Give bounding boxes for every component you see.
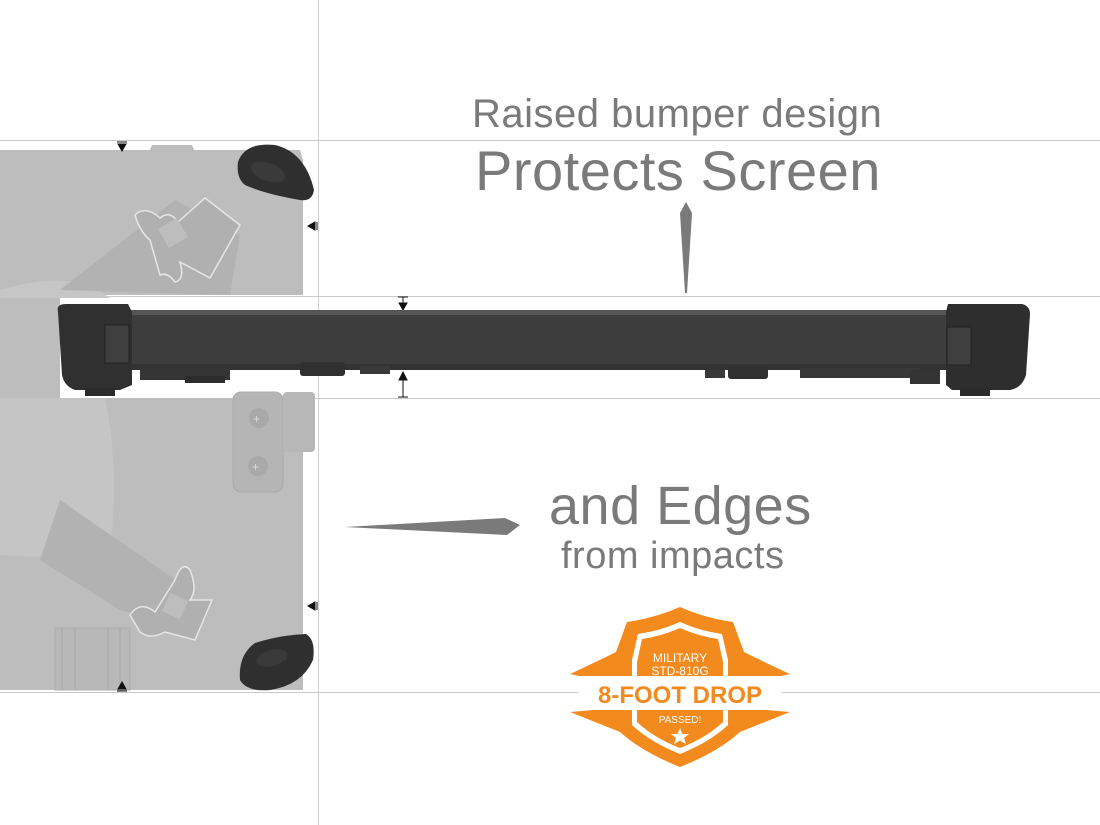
corner-bumper-bottom <box>239 634 314 691</box>
case-back: + + <box>0 141 408 692</box>
badge-line-military: MILITARY <box>653 651 707 665</box>
headline-title: Protects Screen <box>475 139 881 202</box>
guide-line-profile-top <box>0 296 1100 297</box>
pointer-up-icon <box>680 202 692 293</box>
guide-line-vertical <box>318 0 319 825</box>
guide-line-top <box>0 140 1100 141</box>
pointer-right-icon <box>345 518 520 535</box>
badge-status: PASSED! <box>659 715 702 726</box>
strap-clip-bottom <box>129 565 214 641</box>
kickstand-ribs <box>54 627 131 691</box>
svg-text:+: + <box>253 412 260 426</box>
secondary-title: and Edges <box>549 476 812 536</box>
corner-bumper-top <box>237 144 314 201</box>
svg-text:+: + <box>252 460 259 474</box>
strap-clip-top <box>134 197 241 283</box>
headline-subtitle: Raised bumper design <box>472 92 883 136</box>
guide-line-bottom <box>0 692 1100 693</box>
secondary-subtitle: from impacts <box>561 535 785 577</box>
military-drop-badge: MILITARY STD-810G 8-FOOT DROP PASSED! <box>570 607 790 767</box>
guide-line-profile-bottom <box>0 398 1100 399</box>
badge-banner: 8-FOOT DROP <box>598 682 762 709</box>
measurement-markers <box>117 141 408 692</box>
badge-line-standard: STD-810G <box>651 664 708 678</box>
case-side-profile <box>57 304 1030 396</box>
star-icon <box>671 728 689 744</box>
side-bracket: + + <box>232 391 315 493</box>
